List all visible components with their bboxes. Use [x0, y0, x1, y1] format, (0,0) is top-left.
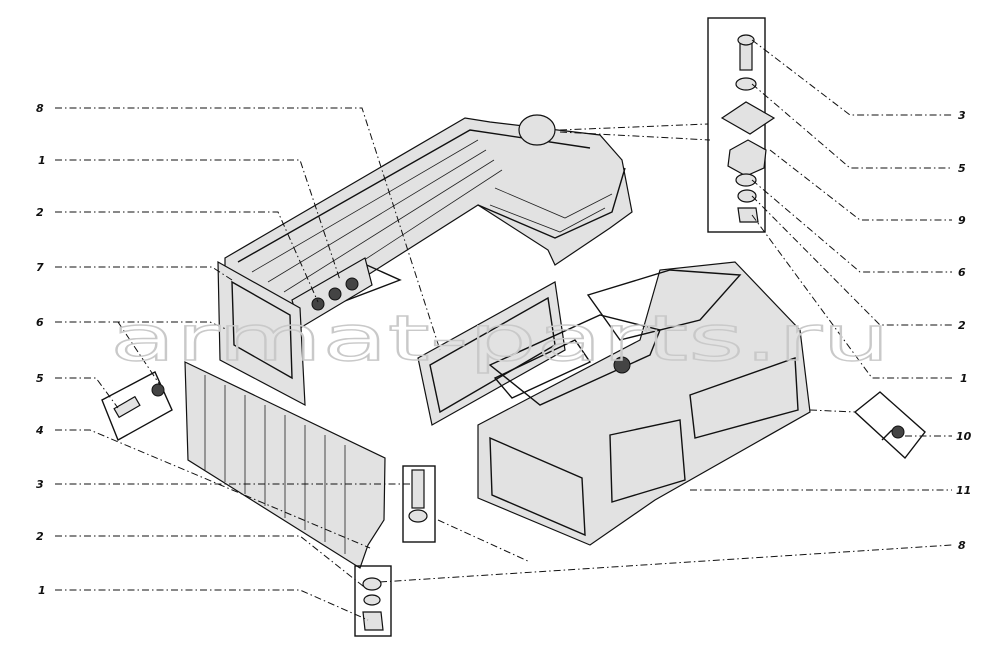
- callout-label-1-left-bottom: 1: [38, 584, 46, 597]
- callout-label-6-left: 6: [36, 316, 44, 329]
- right-cover-assembly: [477, 261, 811, 546]
- callout-label-2-left-top: 2: [36, 206, 44, 219]
- fastener-box-bottom-small: [354, 565, 392, 637]
- callouts-right: 3 5 9 6 2 1 10 11 8: [956, 109, 972, 552]
- callout-label-11-right: 11: [956, 484, 971, 497]
- leader-lines: [55, 39, 953, 621]
- fastener-box-bottom-center: [402, 465, 436, 543]
- callout-label-1-left-top: 1: [38, 154, 46, 167]
- left-end-panel: [217, 260, 306, 407]
- callout-label-1-right: 1: [960, 372, 968, 385]
- callout-label-3-right: 3: [958, 109, 966, 122]
- lower-side-panel: [184, 361, 386, 569]
- callout-label-7-left: 7: [36, 261, 44, 274]
- callout-label-6-right: 6: [958, 266, 966, 279]
- fastener-box-right: [853, 391, 926, 460]
- gasket-frame: [417, 281, 566, 426]
- callouts-left: 8 1 2 7 6 5 4 3 2 1: [35, 102, 46, 597]
- callout-label-2-right: 2: [958, 319, 966, 332]
- callout-label-8-right: 8: [958, 539, 966, 552]
- callout-label-2-left-bottom: 2: [36, 530, 44, 543]
- callout-label-8-left: 8: [36, 102, 44, 115]
- callout-label-10-right: 10: [956, 430, 972, 443]
- fastener-box-top-right: [707, 17, 776, 233]
- callout-label-5-left: 5: [36, 372, 44, 385]
- watermark-text: armat-parts.ru: [110, 302, 890, 375]
- callout-label-5-right: 5: [958, 162, 966, 175]
- upper-hood-assembly: [224, 114, 633, 336]
- callout-label-9-right: 9: [958, 214, 966, 227]
- callout-label-3-left: 3: [36, 478, 44, 491]
- fastener-box-left: [101, 371, 173, 441]
- callout-label-4-left: 4: [35, 424, 44, 437]
